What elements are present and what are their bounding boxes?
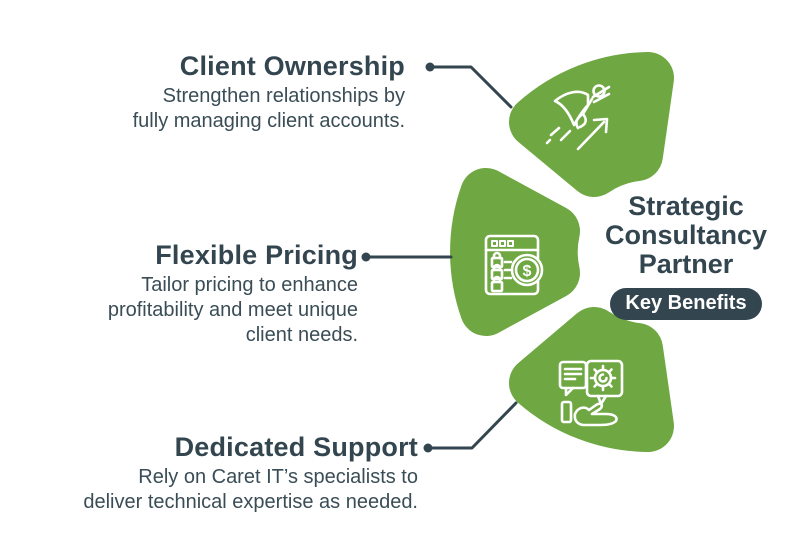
pricing-invoice-icon: $ [484, 234, 544, 296]
support-chat-gear-icon [558, 359, 624, 427]
benefit-client-ownership: Client Ownership Strengthen relationship… [133, 52, 405, 134]
dollar-glyph: $ [523, 263, 532, 280]
petal-top [509, 52, 674, 197]
key-benefits-badge: Key Benefits [610, 288, 762, 320]
connector-client-ownership [425, 62, 513, 109]
connector-dedicated-support [423, 401, 518, 453]
benefit-title: Client Ownership [179, 51, 405, 81]
benefit-title: Dedicated Support [174, 432, 418, 462]
benefit-flexible-pricing: Flexible Pricing Tailor pricing to enhan… [108, 241, 358, 348]
main-title: Strategic Consultancy Partner [604, 191, 768, 279]
petal-bottom [509, 307, 674, 452]
benefit-description: Tailor pricing to enhance profitability … [107, 274, 358, 346]
superhero-growth-icon [545, 84, 611, 151]
benefit-title: Flexible Pricing [155, 240, 358, 270]
center-block: Strategic Consultancy Partner Key Benefi… [590, 192, 782, 320]
benefit-description: Rely on Caret IT’s specialists to delive… [83, 466, 418, 513]
benefit-description: Strengthen relationships by fully managi… [132, 85, 405, 132]
benefit-dedicated-support: Dedicated Support Rely on Caret IT’s spe… [83, 433, 418, 515]
connector-flexible-pricing [361, 252, 453, 262]
